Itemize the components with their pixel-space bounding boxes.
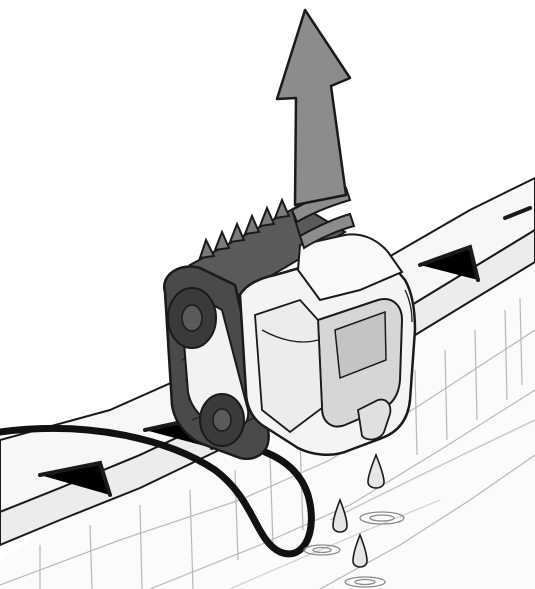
ripple-icon [359,511,405,525]
ripple-icon [303,544,341,556]
ripple-icon [344,576,386,588]
pool-robot [163,186,417,461]
robot-top-cover [296,233,404,302]
robot-body [238,233,417,456]
power-cable [0,424,315,558]
water-drop-icon [332,497,348,533]
water-ripples [303,511,405,588]
water-drops [332,452,385,568]
robot-latch [357,398,392,441]
water-drop-icon [352,532,368,568]
water-surface-line [329,419,535,521]
tile-grid [0,297,535,589]
robot-track [163,265,270,461]
coping-lip [0,229,535,546]
up-arrow-icon [275,8,352,207]
water-drop-icon [367,452,385,489]
